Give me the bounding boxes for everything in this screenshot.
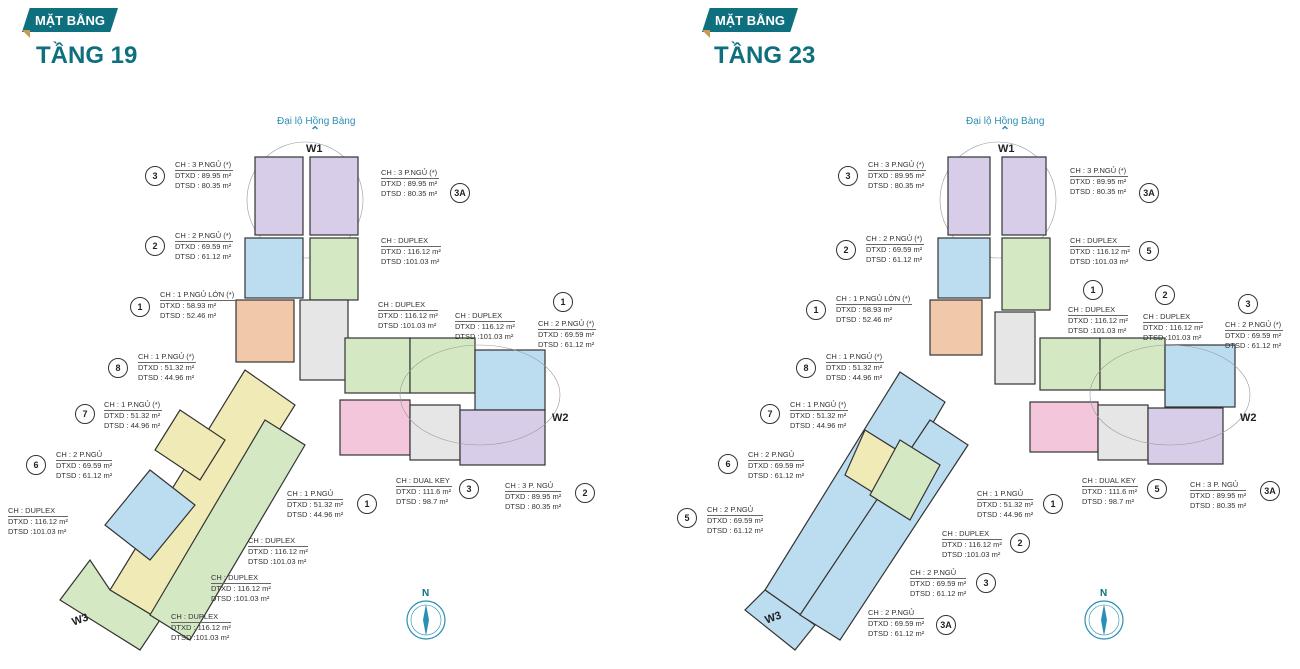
- wing-w2: [1029, 337, 1251, 465]
- wing-label-w1: W1: [306, 143, 323, 155]
- unit-number: 1: [1043, 494, 1063, 514]
- unit-number: 5: [677, 508, 697, 528]
- section-badge: MẶT BẰNG: [702, 8, 798, 32]
- compass-letter: N: [422, 588, 429, 599]
- road-label: Đại lộ Hồng Bàng: [277, 116, 356, 127]
- section-badge: MẶT BẰNG: [22, 8, 118, 32]
- wing-label-w2: W2: [552, 412, 569, 424]
- wing-label-w2: W2: [1240, 412, 1257, 424]
- compass-icon: N: [404, 585, 448, 648]
- unit-number: 3: [838, 166, 858, 186]
- unit-number: 2: [1010, 533, 1030, 553]
- unit-number: 6: [718, 454, 738, 474]
- unit-number: 3A: [1260, 481, 1280, 501]
- unit-number: 5: [1147, 479, 1167, 499]
- badge-corner-accent: [702, 30, 710, 38]
- unit-number: 3A: [1139, 183, 1159, 203]
- unit-number: 3: [1238, 294, 1258, 314]
- floor-plan-drawing: [59, 141, 561, 651]
- unit-number: 6: [26, 455, 46, 475]
- chevron-up-icon: ⌃: [310, 124, 321, 138]
- unit-number: 8: [796, 358, 816, 378]
- unit-number: 1: [806, 300, 826, 320]
- road-label: Đại lộ Hồng Bàng: [966, 116, 1045, 127]
- unit-number: 7: [75, 404, 95, 424]
- wing-w2: [339, 337, 561, 466]
- unit-number: 2: [145, 236, 165, 256]
- wing-label-w1: W1: [998, 143, 1015, 155]
- badge-corner-accent: [22, 30, 30, 38]
- unit-number: 2: [836, 240, 856, 260]
- compass-letter: N: [1100, 588, 1107, 599]
- floor-plan-drawing: [744, 141, 1251, 651]
- floor-title: TẦNG 23: [714, 42, 816, 69]
- unit-number: 2: [575, 483, 595, 503]
- unit-number: 1: [357, 494, 377, 514]
- unit-number: 3: [145, 166, 165, 186]
- unit-number: 3A: [450, 183, 470, 203]
- floor-plan-panel-19: MẶT BẰNG TẦNG 19: [8, 8, 597, 651]
- unit-number: 1: [1083, 280, 1103, 300]
- unit-number: 8: [108, 358, 128, 378]
- chevron-up-icon: ⌃: [1000, 124, 1011, 138]
- floor-plan-panel-23: MẶT BẰNG TẦNG 23 Đại l: [650, 0, 1300, 669]
- wing-w3: [59, 369, 306, 651]
- unit-number: 7: [760, 404, 780, 424]
- wing-w1: [235, 141, 364, 381]
- wing-w3: [744, 371, 969, 651]
- unit-number: 3: [976, 573, 996, 593]
- unit-number: 3: [459, 479, 479, 499]
- unit-number: 2: [1155, 285, 1175, 305]
- wing-w1: [929, 141, 1057, 385]
- compass-icon: N: [1082, 585, 1126, 648]
- unit-number: 1: [553, 292, 573, 312]
- floor-title: TẦNG 19: [36, 42, 138, 69]
- unit-number: 1: [130, 297, 150, 317]
- unit-number: 5: [1139, 241, 1159, 261]
- unit-number: 3A: [936, 615, 956, 635]
